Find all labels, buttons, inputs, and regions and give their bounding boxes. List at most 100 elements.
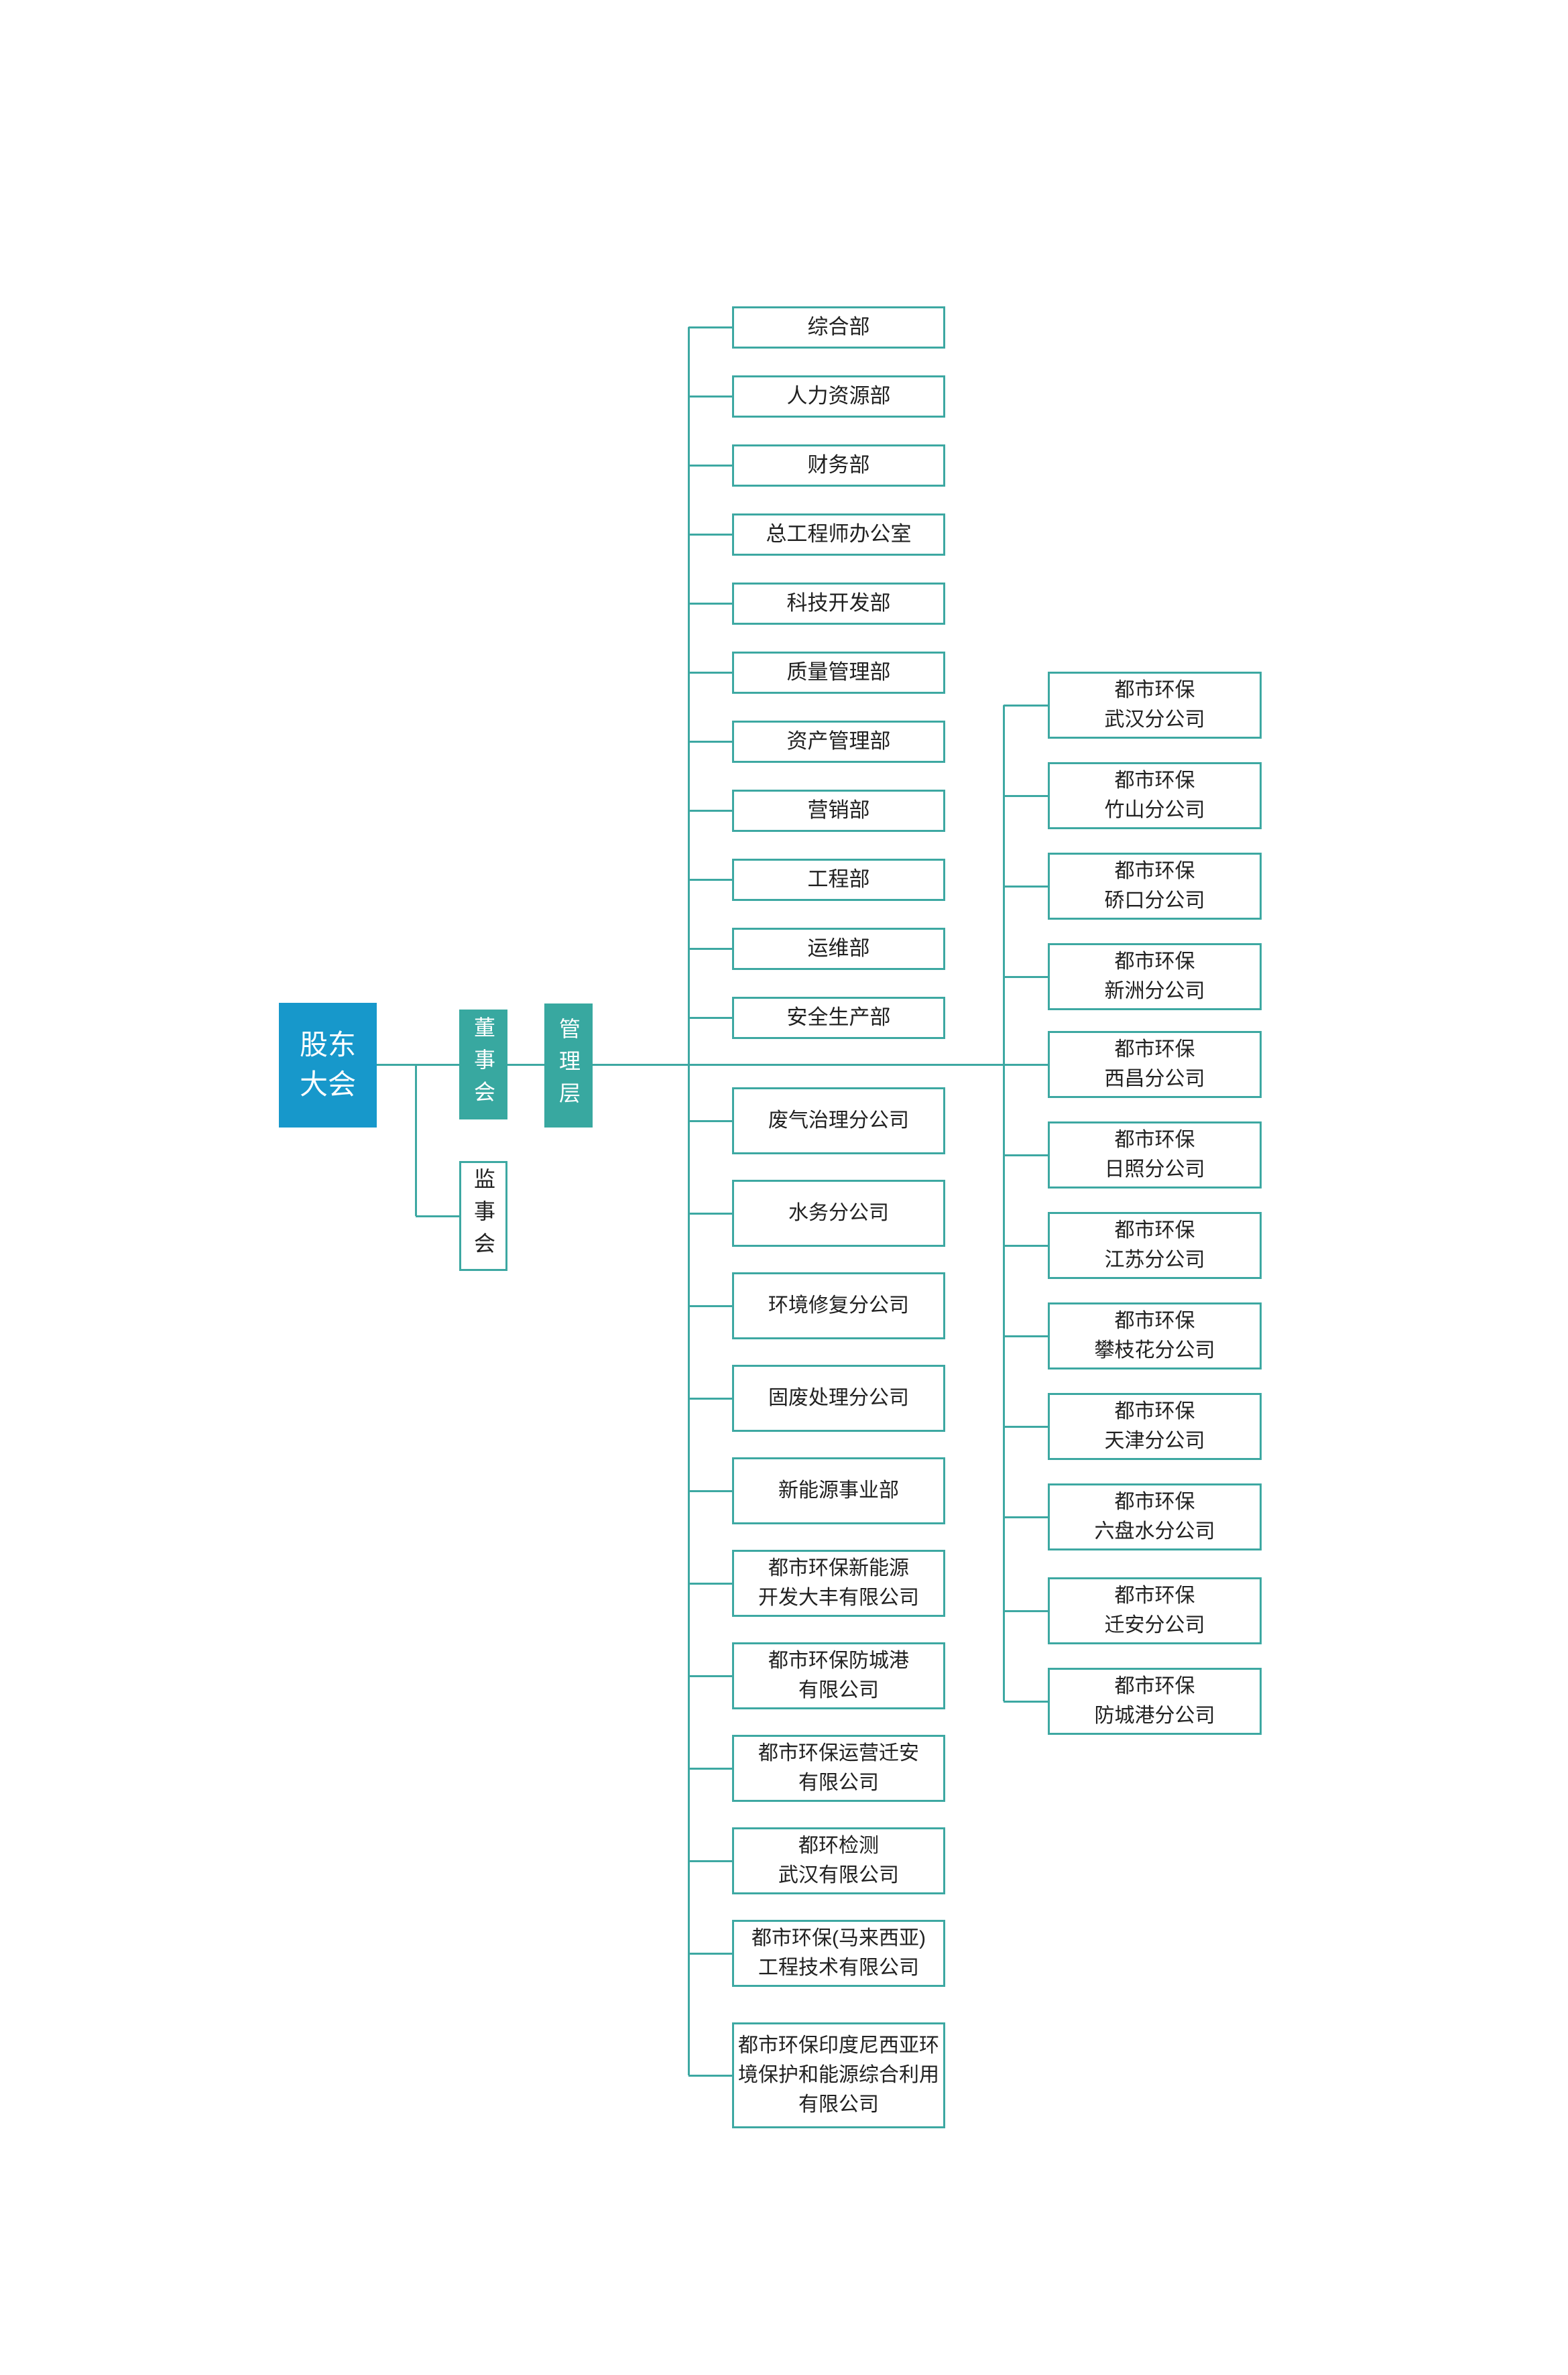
- node-branch-company: 都市环保江苏分公司: [1048, 1212, 1262, 1279]
- connector-stub-department: [688, 740, 732, 743]
- connector-management-main-line: [593, 1063, 1048, 1066]
- connector-stub-branch: [1004, 1335, 1048, 1337]
- node-label: 硚口分公司: [1104, 890, 1205, 912]
- node-label: 竹山分公司: [1104, 799, 1205, 821]
- node-label: 都市环保: [1114, 1128, 1195, 1151]
- connector-stub-branch: [1004, 794, 1048, 797]
- node-label: 综合部: [807, 315, 870, 339]
- connector-stub-branch: [1004, 1516, 1048, 1518]
- node-label: 都市环保: [1114, 859, 1195, 882]
- connector-stub-subsidiary: [688, 1674, 732, 1677]
- connector-supervisory-stub: [416, 1215, 459, 1217]
- node-subsidiary: 都市环保运营迁安有限公司: [732, 1735, 945, 1802]
- connector-stub-subsidiary: [688, 1212, 732, 1215]
- connector-stub-subsidiary: [688, 1304, 732, 1307]
- connector-stub-department: [688, 464, 732, 467]
- node-branch-company: 都市环保硚口分公司: [1048, 853, 1262, 920]
- connector-stub-subsidiary: [688, 1860, 732, 1862]
- node-department: 质量管理部: [732, 651, 945, 694]
- node-branch-company: 都市环保攀枝花分公司: [1048, 1302, 1262, 1369]
- node-label: 有限公司: [798, 2093, 879, 2116]
- node-label: 营销部: [807, 798, 870, 823]
- node-label: 大会: [299, 1069, 356, 1100]
- node-label: 都市环保新能源: [768, 1557, 909, 1579]
- node-subsidiary: 都环检测武汉有限公司: [732, 1827, 945, 1894]
- node-label: 工程技术有限公司: [758, 1957, 919, 1979]
- node-label: 管理层: [556, 1017, 581, 1114]
- connector-stub-subsidiary: [688, 1952, 732, 1955]
- connector-stub-department: [688, 395, 732, 398]
- node-label: 江苏分公司: [1104, 1249, 1205, 1271]
- node-label: 西昌分公司: [1104, 1068, 1205, 1090]
- connector-stub-department: [688, 602, 732, 605]
- node-department: 营销部: [732, 789, 945, 832]
- node-label: 都市环保: [1114, 769, 1195, 792]
- node-department: 工程部: [732, 858, 945, 901]
- node-label: 都市环保: [1114, 1400, 1195, 1422]
- node-department: 人力资源部: [732, 375, 945, 418]
- node-label: 都市环保: [1114, 950, 1195, 973]
- connector-stub-department: [688, 326, 732, 328]
- connector-stub-subsidiary: [688, 1489, 732, 1492]
- node-label: 都市环保防城港: [768, 1649, 909, 1672]
- node-department: 运维部: [732, 927, 945, 970]
- node-branch-company: 都市环保六盘水分公司: [1048, 1483, 1262, 1550]
- connector-trunk-middle: [687, 327, 690, 2075]
- node-label: 武汉有限公司: [778, 1864, 899, 1886]
- node-label: 工程部: [807, 867, 870, 892]
- node-department: 科技开发部: [732, 582, 945, 625]
- node-board-of-directors: 董事会: [459, 1010, 507, 1119]
- connector-stub-subsidiary: [688, 1582, 732, 1585]
- node-label: 废气治理分公司: [768, 1109, 909, 1132]
- connector-stub-subsidiary: [688, 1767, 732, 1770]
- node-label: 都市环保运营迁安: [758, 1742, 919, 1764]
- node-shareholders-meeting: 股东 大会: [279, 1003, 377, 1128]
- node-label: 都市环保: [1114, 1219, 1195, 1241]
- node-branch-company: 都市环保新洲分公司: [1048, 943, 1262, 1010]
- connector-stub-branch: [1004, 975, 1048, 978]
- node-branch-company: 都市环保天津分公司: [1048, 1393, 1262, 1460]
- connector-stub-department: [688, 878, 732, 881]
- node-branch-company: 都市环保武汉分公司: [1048, 672, 1262, 739]
- connector-stub-department: [688, 533, 732, 536]
- node-label: 财务部: [807, 453, 870, 477]
- connector-trunk-right: [1002, 705, 1005, 1701]
- connector-board-to-management: [507, 1063, 544, 1066]
- connector-stub-branch: [1004, 1700, 1048, 1703]
- node-branch-company: 都市环保竹山分公司: [1048, 762, 1262, 829]
- node-subsidiary: 固废处理分公司: [732, 1365, 945, 1432]
- node-label: 科技开发部: [786, 591, 891, 615]
- node-department: 综合部: [732, 306, 945, 349]
- node-label: 环境修复分公司: [768, 1294, 909, 1317]
- node-label: 安全生产部: [786, 1006, 891, 1030]
- connector-stub-department: [688, 1016, 732, 1019]
- node-label: 董事会: [471, 1016, 495, 1113]
- node-label: 都市环保: [1114, 1674, 1195, 1697]
- node-branch-company: 都市环保西昌分公司: [1048, 1031, 1262, 1098]
- node-label: 攀枝花分公司: [1094, 1339, 1215, 1361]
- node-subsidiary: 环境修复分公司: [732, 1272, 945, 1339]
- node-label: 都市环保: [1114, 678, 1195, 701]
- node-label: 股东: [299, 1029, 356, 1061]
- connector-stub-department: [688, 671, 732, 674]
- node-subsidiary: 都市环保印度尼西亚环境保护和能源综合利用有限公司: [732, 2022, 945, 2128]
- connector-stub-department: [688, 947, 732, 950]
- node-department: 安全生产部: [732, 996, 945, 1039]
- node-subsidiary: 都市环保(马来西亚)工程技术有限公司: [732, 1920, 945, 1987]
- node-label: 六盘水分公司: [1094, 1520, 1215, 1542]
- node-branch-company: 都市环保防城港分公司: [1048, 1668, 1262, 1735]
- node-branch-company: 都市环保迁安分公司: [1048, 1577, 1262, 1644]
- connector-stub-department: [688, 809, 732, 812]
- node-department: 总工程师办公室: [732, 513, 945, 556]
- connector-stub-subsidiary: [688, 1119, 732, 1122]
- node-label: 都市环保: [1114, 1490, 1195, 1513]
- node-label: 有限公司: [798, 1679, 879, 1701]
- node-department: 财务部: [732, 444, 945, 487]
- connector-stub-branch: [1004, 1244, 1048, 1247]
- node-management: 管理层: [544, 1003, 593, 1128]
- connector-stub-subsidiary: [688, 1397, 732, 1400]
- node-label: 运维部: [807, 936, 870, 961]
- node-supervisory-board: 监事会: [459, 1161, 507, 1271]
- node-subsidiary: 废气治理分公司: [732, 1087, 945, 1154]
